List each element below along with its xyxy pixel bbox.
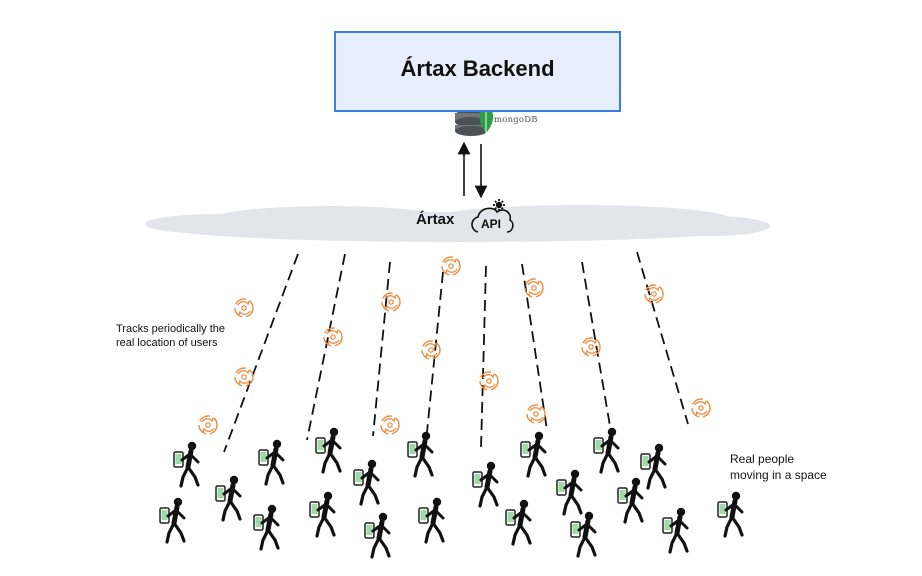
walking-person-with-phone-icon: [594, 428, 618, 472]
tracking-line: [426, 271, 444, 433]
walking-person-with-phone-icon: [663, 508, 687, 552]
tracking-line: [372, 261, 391, 437]
tracking-note-line: Tracks periodically the: [116, 323, 226, 335]
walking-person-with-phone-icon: [160, 498, 184, 542]
sync-icon: [526, 404, 546, 424]
walking-person-with-phone-icon: [506, 500, 530, 544]
api-name: Ártax: [416, 211, 455, 228]
sync-icon: [381, 292, 401, 312]
sync-icon: [441, 256, 461, 276]
walking-person-with-phone-icon: [419, 498, 443, 542]
api-cloud: [145, 205, 770, 242]
api-label: API: [481, 217, 502, 231]
cloud-gear-icon: [471, 199, 514, 233]
people-note: Real people moving in a space: [730, 451, 827, 483]
walking-person-with-phone-icon: [310, 492, 334, 536]
walking-person-with-phone-icon: [365, 513, 389, 557]
walking-person-with-phone-icon: [354, 460, 378, 504]
walking-person-with-phone-icon: [473, 462, 497, 506]
walking-person-with-phone-icon: [718, 492, 742, 536]
walking-person-with-phone-icon: [557, 470, 581, 514]
sync-icon: [691, 398, 711, 418]
sync-icon: [234, 367, 254, 387]
mongodb-label: mongoDB: [494, 115, 538, 125]
sync-icon: [380, 415, 400, 435]
backend-box: Ártax Backend: [334, 31, 621, 112]
backend-title: Ártax Backend: [400, 55, 555, 81]
sync-icon: [479, 371, 499, 391]
tracking-line: [636, 251, 689, 425]
people-note-line: Real people: [730, 452, 795, 466]
walking-person-with-phone-icon: [216, 476, 240, 520]
tracking-note: Tracks periodically the real location of…: [116, 322, 225, 350]
tracking-line: [306, 253, 346, 441]
sync-icon: [644, 284, 664, 304]
tracking-line: [480, 265, 487, 449]
walking-person-with-phone-icon: [254, 505, 278, 549]
walking-person-with-phone-icon: [521, 432, 545, 476]
tracking-note-line: real location of users: [116, 337, 218, 349]
tracking-line: [581, 261, 612, 433]
walking-person-with-phone-icon: [618, 478, 642, 522]
walking-person-with-phone-icon: [316, 428, 340, 472]
people-group: [160, 428, 742, 557]
sync-icon: [323, 327, 343, 347]
people-note-line: moving in a space: [730, 468, 827, 482]
walking-person-with-phone-icon: [571, 512, 595, 556]
tracking-line: [223, 253, 299, 453]
walking-person-with-phone-icon: [259, 440, 283, 484]
walking-person-with-phone-icon: [408, 432, 432, 476]
walking-person-with-phone-icon: [641, 444, 665, 488]
sync-icon: [198, 415, 218, 435]
sync-icons: [198, 256, 711, 435]
sync-icon: [524, 278, 544, 298]
sync-icon: [421, 340, 441, 360]
sync-icon: [234, 298, 254, 318]
walking-person-with-phone-icon: [174, 442, 198, 486]
api-backend-arrows: [457, 141, 488, 199]
tracking-lines: [223, 251, 689, 453]
